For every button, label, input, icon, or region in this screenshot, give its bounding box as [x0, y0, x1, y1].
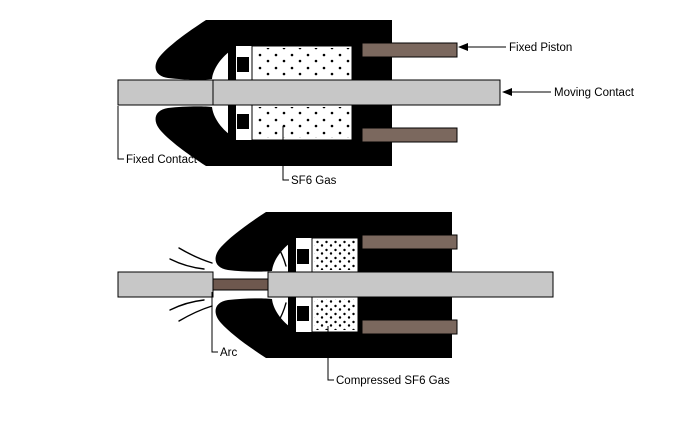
moving-contact-label: Moving Contact [554, 87, 635, 99]
upper-nozzle [215, 212, 312, 272]
open-state-diagram: Arc Compressed SF6 Gas [117, 212, 554, 387]
arc-flash [276, 244, 287, 267]
moving-contact-arrowhead [502, 88, 512, 96]
compressed-sf6-label: Compressed SF6 Gas [336, 375, 450, 387]
fixed-contact-label: Fixed Contact [126, 154, 198, 166]
closed-state-diagram: Fixed Piston Moving Contact Fixed Contac… [117, 20, 635, 187]
upper-piston-rod [361, 42, 458, 58]
upper-gas-dots [254, 48, 350, 78]
lower-piston-rod [361, 127, 458, 143]
arc-flash [169, 258, 205, 270]
arc-flash [178, 305, 213, 322]
fixed-piston-arrowhead [458, 43, 468, 51]
fixed-piston-label: Fixed Piston [509, 42, 572, 54]
lower-nozzle [215, 298, 312, 358]
lower-nozzle [155, 106, 252, 166]
arc-flash [276, 302, 287, 325]
sf6-gas-leader [282, 126, 289, 181]
upper-contact-finger [297, 249, 309, 264]
lower-contact-finger [237, 114, 249, 129]
moving-contact-rod [117, 79, 501, 106]
moving-contact-rod [267, 271, 554, 298]
compressed-sf6-leader [327, 326, 334, 381]
upper-piston-rod [361, 234, 458, 250]
arc-label: Arc [220, 347, 238, 359]
lower-contact-finger [297, 306, 309, 321]
fixed-contact-leader-right [202, 136, 208, 160]
arc-bar [212, 278, 269, 291]
sf6-gas-label: SF6 Gas [291, 175, 337, 187]
fixed-contact-leader-left [117, 106, 124, 160]
arc-flash [169, 299, 205, 311]
fixed-contact-stem [117, 271, 214, 298]
lower-gas-dots [254, 107, 350, 138]
lower-piston-rod [361, 319, 458, 335]
lower-compressed-dots [314, 299, 356, 330]
upper-contact-finger [237, 57, 249, 72]
upper-compressed-dots [314, 240, 356, 270]
upper-nozzle [155, 20, 252, 80]
arc-leader [211, 292, 218, 353]
arc-flash [178, 247, 213, 264]
